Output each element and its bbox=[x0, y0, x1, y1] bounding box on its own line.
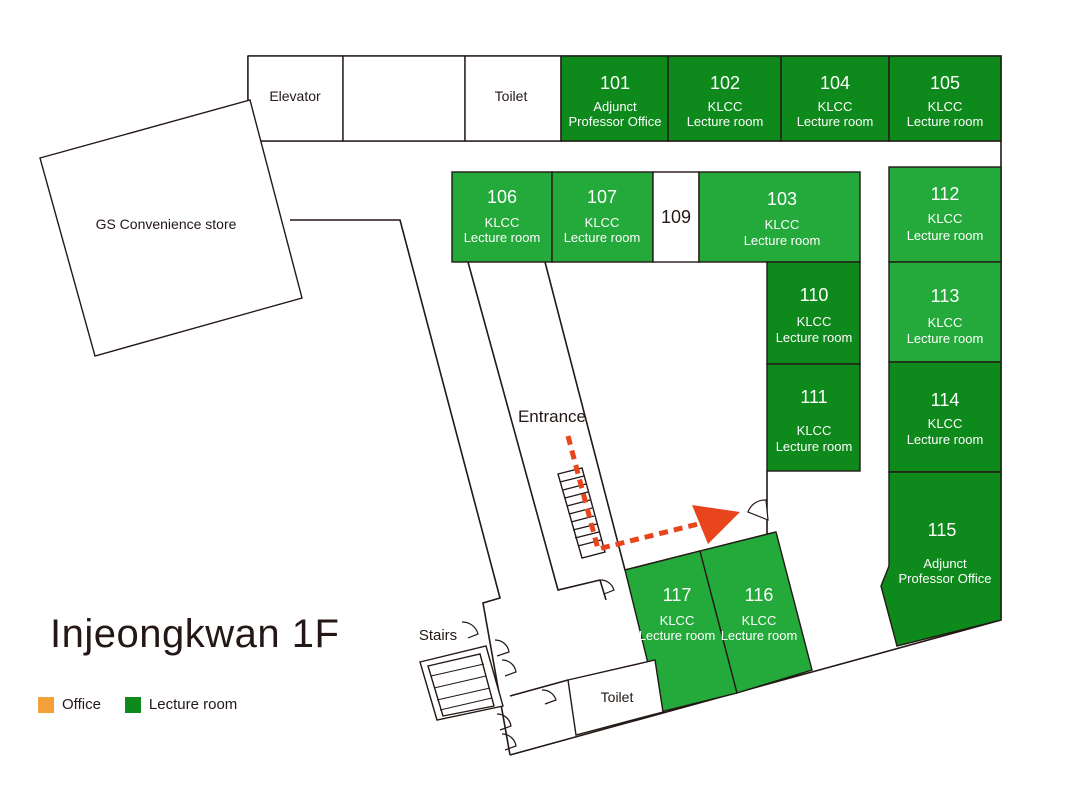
room-111[interactable] bbox=[766, 363, 861, 472]
entrance-label: Entrance bbox=[518, 407, 586, 426]
room-106[interactable] bbox=[451, 171, 553, 263]
room-115-number: 115 bbox=[928, 520, 957, 540]
room-105[interactable] bbox=[888, 55, 1002, 142]
map-title: Injeongkwan 1F bbox=[50, 612, 340, 656]
room-labels: 101 Adjunct Professor Office 102 KLCC Le… bbox=[464, 73, 992, 643]
room-115-line1: Adjunct bbox=[923, 556, 967, 571]
room-107-number: 107 bbox=[587, 187, 617, 207]
room-114[interactable] bbox=[888, 361, 1002, 473]
convenience-store[interactable] bbox=[39, 99, 303, 357]
lecture-swatch bbox=[124, 696, 141, 713]
room-116[interactable] bbox=[699, 531, 813, 694]
room-103-number: 103 bbox=[767, 189, 797, 209]
room-113-line1: KLCC bbox=[928, 315, 963, 330]
room-116-line2: Lecture room bbox=[721, 628, 798, 643]
room-113-number: 113 bbox=[931, 286, 960, 306]
room-107-line2: Lecture room bbox=[564, 230, 641, 245]
room-113[interactable] bbox=[888, 261, 1002, 363]
room-104[interactable] bbox=[780, 55, 890, 142]
route-arrowhead bbox=[692, 505, 740, 544]
toilet-bottom-label: Toilet bbox=[601, 689, 634, 705]
room-113-line2: Lecture room bbox=[907, 331, 984, 346]
room-112-number: 112 bbox=[931, 184, 960, 204]
room-110[interactable] bbox=[766, 261, 861, 365]
toilet-top-label: Toilet bbox=[495, 88, 528, 104]
room-106-line2: Lecture room bbox=[464, 230, 541, 245]
room-117-line1: KLCC bbox=[660, 613, 695, 628]
office-swatch bbox=[38, 696, 54, 713]
room-101-line1: Adjunct bbox=[593, 99, 637, 114]
toilet-bottom-room bbox=[567, 659, 664, 736]
room-109-number: 109 bbox=[661, 207, 691, 227]
room-114-line2: Lecture room bbox=[907, 432, 984, 447]
room-101[interactable] bbox=[560, 55, 669, 142]
legend-office-label: Office bbox=[62, 696, 101, 713]
room-102[interactable] bbox=[667, 55, 782, 142]
room-116-number: 116 bbox=[745, 585, 774, 605]
room-106-number: 106 bbox=[487, 187, 517, 207]
room-110-number: 110 bbox=[800, 285, 829, 305]
room-115[interactable] bbox=[880, 471, 1002, 647]
room-107-line1: KLCC bbox=[585, 215, 620, 230]
room-112-line2: Lecture room bbox=[907, 228, 984, 243]
legend: Office Lecture room bbox=[38, 696, 261, 713]
room-101-line2: Professor Office bbox=[569, 114, 662, 129]
route-path bbox=[565, 435, 703, 553]
room-104-line1: KLCC bbox=[818, 99, 853, 114]
room-103-line1: KLCC bbox=[765, 217, 800, 232]
room-111-line2: Lecture room bbox=[776, 439, 853, 454]
room-116-line1: KLCC bbox=[742, 613, 777, 628]
room-105-number: 105 bbox=[930, 73, 960, 93]
room-117-number: 117 bbox=[663, 585, 692, 605]
room-102-line1: KLCC bbox=[708, 99, 743, 114]
toilet-top-room bbox=[464, 55, 562, 142]
doors bbox=[461, 499, 769, 751]
room-112[interactable] bbox=[888, 166, 1002, 263]
room-111-line1: KLCC bbox=[797, 423, 832, 438]
room-101-number: 101 bbox=[600, 73, 630, 93]
room-103[interactable] bbox=[698, 171, 861, 263]
room-112-line1: KLCC bbox=[928, 211, 963, 226]
blank-room bbox=[342, 55, 466, 142]
stairs-label: Stairs bbox=[419, 627, 457, 644]
room-115-line2: Professor Office bbox=[899, 571, 992, 586]
store-label: GS Convenience store bbox=[96, 216, 237, 232]
room-107[interactable] bbox=[551, 171, 654, 263]
room-104-number: 104 bbox=[820, 73, 850, 93]
room-102-number: 102 bbox=[710, 73, 740, 93]
legend-lecture-label: Lecture room bbox=[148, 696, 238, 713]
room-117-line2: Lecture room bbox=[639, 628, 716, 643]
room-114-number: 114 bbox=[931, 390, 960, 410]
stairs bbox=[419, 645, 504, 721]
elevator-label: Elevator bbox=[269, 88, 321, 104]
room-104-line2: Lecture room bbox=[797, 114, 874, 129]
room-102-line2: Lecture room bbox=[687, 114, 764, 129]
room-109[interactable] bbox=[652, 171, 700, 263]
room-111-number: 111 bbox=[800, 387, 827, 407]
room-114-line1: KLCC bbox=[928, 416, 963, 431]
room-103-line2: Lecture room bbox=[744, 233, 821, 248]
room-105-line1: KLCC bbox=[928, 99, 963, 114]
room-110-line2: Lecture room bbox=[776, 330, 853, 345]
room-106-line1: KLCC bbox=[485, 215, 520, 230]
elevator-room bbox=[247, 55, 344, 142]
room-105-line2: Lecture room bbox=[907, 114, 984, 129]
room-110-line1: KLCC bbox=[797, 314, 832, 329]
